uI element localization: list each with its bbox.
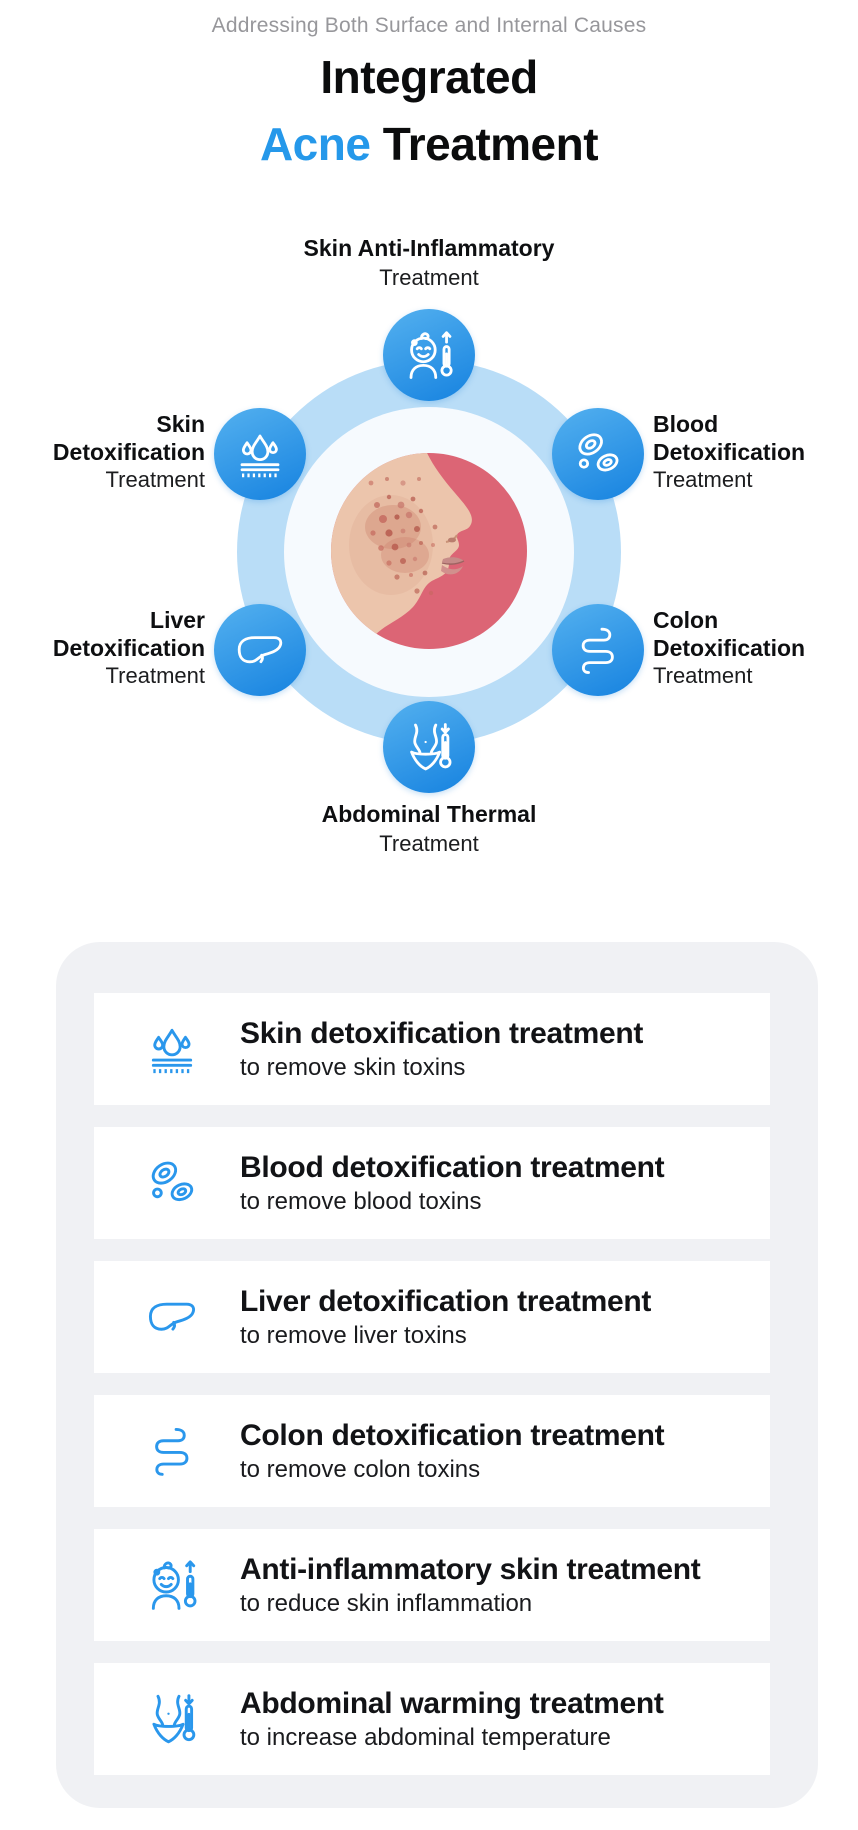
label-skin-anti-inflammatory: Skin Anti-Inflammatory Treatment	[0, 234, 858, 292]
diagram-node-skin-anti-inflammatory	[383, 309, 475, 401]
treatment-card-blood: Blood detoxification treatment to remove…	[94, 1127, 770, 1239]
label-bold: Detoxification	[52, 439, 205, 465]
skin-drops-icon	[144, 1021, 200, 1077]
abdomen-thermometer-icon	[410, 723, 452, 771]
diagram-node-colon-detoxification	[552, 604, 644, 696]
treatment-title: Anti-inflammatory skin treatment	[240, 1553, 701, 1586]
liver-icon	[237, 636, 283, 664]
skin-drops-icon	[240, 434, 280, 478]
label-light: Treatment	[653, 663, 753, 688]
diagram-node-abdominal-thermal	[383, 701, 475, 793]
colon-icon	[581, 627, 614, 674]
label-light: Treatment	[105, 467, 205, 492]
label-liver-detoxification: Liver Detoxification Treatment	[53, 606, 205, 690]
title-line-2: Acne Treatment	[0, 111, 858, 178]
label-light: Treatment	[379, 265, 479, 290]
title-accent: Acne	[259, 118, 371, 170]
diagram-node-liver-detoxification	[214, 604, 306, 696]
treatment-title: Colon detoxification treatment	[240, 1419, 665, 1452]
treatment-card-colon: Colon detoxification treatment to remove…	[94, 1395, 770, 1507]
diagram-node-skin-detoxification	[214, 408, 306, 500]
treatment-description: to increase abdominal temperature	[240, 1724, 611, 1751]
treatment-description: to remove liver toxins	[240, 1322, 467, 1349]
treatment-card-abdominal: Abdominal warming treatment to increase …	[94, 1663, 770, 1775]
label-bold: Detoxification	[653, 439, 806, 465]
page-subtitle: Addressing Both Surface and Internal Cau…	[211, 14, 647, 37]
label-bold: Skin Anti-Inflammatory	[303, 235, 555, 261]
label-bold: Detoxification	[52, 635, 205, 661]
label-skin-detoxification: Skin Detoxification Treatment	[53, 410, 205, 494]
page-title: Integrated Acne Treatment	[0, 44, 858, 178]
treatment-card-anti-inflammatory: Anti-inflammatory skin treatment to redu…	[94, 1529, 770, 1641]
label-light: Treatment	[105, 663, 205, 688]
liver-icon	[144, 1289, 200, 1345]
treatment-description: to reduce skin inflammation	[240, 1590, 533, 1617]
blood-cells-icon	[144, 1155, 200, 1211]
treatment-card-skin: Skin detoxification treatment to remove …	[94, 993, 770, 1105]
label-colon-detoxification: Colon Detoxification Treatment	[653, 606, 805, 690]
label-light: Treatment	[653, 467, 753, 492]
treatment-list-panel: Skin detoxification treatment to remove …	[56, 942, 818, 1808]
treatment-description: to remove skin toxins	[240, 1054, 466, 1081]
treatment-title: Blood detoxification treatment	[240, 1151, 665, 1184]
diagram-node-blood-detoxification	[552, 408, 644, 500]
label-bold: Detoxification	[653, 635, 806, 661]
treatment-title: Abdominal warming treatment	[240, 1687, 664, 1720]
treatment-description: to remove colon toxins	[240, 1456, 481, 1483]
label-bold: Colon	[653, 607, 719, 633]
treatment-card-liver: Liver detoxification treatment to remove…	[94, 1261, 770, 1373]
baby-thermometer-icon	[409, 331, 453, 379]
treatment-title: Liver detoxification treatment	[240, 1285, 652, 1318]
label-bold: Liver	[150, 607, 205, 633]
label-bold: Blood	[653, 411, 719, 437]
label-light: Treatment	[379, 831, 479, 856]
label-bold: Skin	[156, 411, 205, 437]
treatment-description: to remove blood toxins	[240, 1188, 482, 1215]
label-bold: Abdominal Thermal	[321, 801, 537, 827]
abdomen-thermometer-icon	[144, 1691, 200, 1747]
title-line-1: Integrated	[320, 51, 538, 103]
label-abdominal-thermal: Abdominal Thermal Treatment	[0, 800, 858, 858]
title-rest: Treatment	[382, 118, 599, 170]
acne-face-photo	[331, 453, 527, 649]
label-blood-detoxification: Blood Detoxification Treatment	[653, 410, 805, 494]
blood-cells-icon	[578, 433, 619, 472]
treatment-title: Skin detoxification treatment	[240, 1017, 644, 1050]
baby-thermometer-icon	[144, 1557, 200, 1613]
colon-icon	[144, 1423, 200, 1479]
